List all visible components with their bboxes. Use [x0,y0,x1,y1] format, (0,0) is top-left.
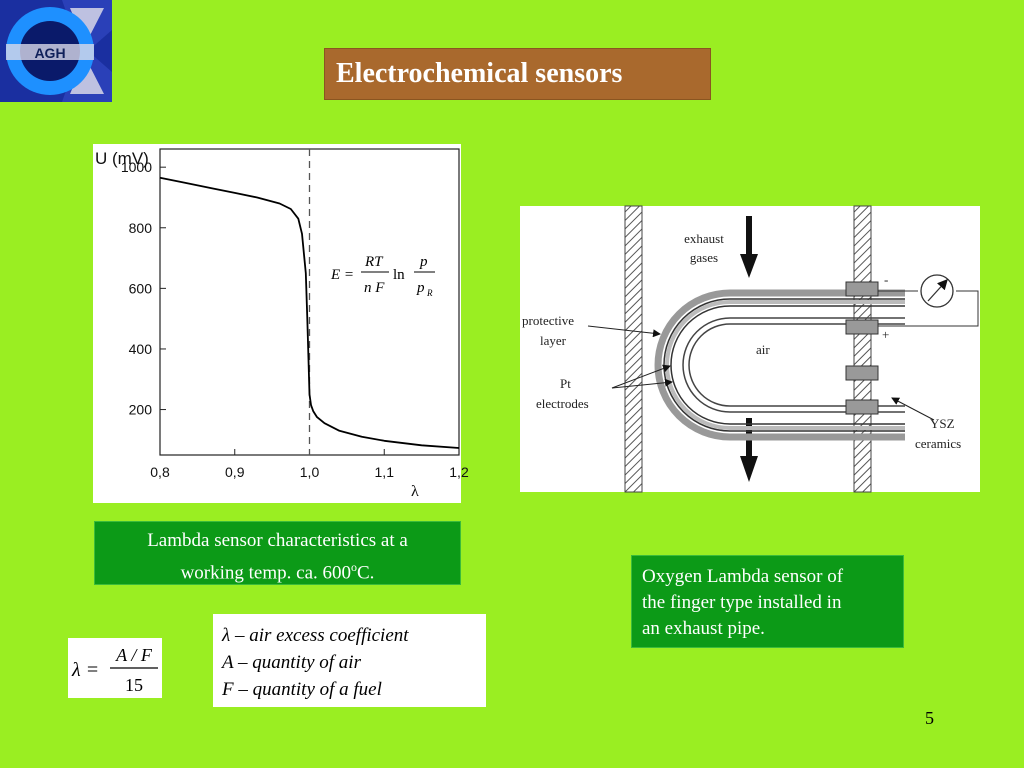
y-tick-label: 400 [129,341,153,357]
pointer-ysz [891,397,935,421]
formula-denominator: 15 [125,675,143,695]
label-ysz-2: ceramics [915,436,961,451]
mount-block-1 [845,281,879,297]
formula-lhs: λ = [71,659,99,681]
sensor-diagram-panel: - + exhaust gases protective layer air P… [520,205,980,493]
diagram-caption-line1: Oxygen Lambda sensor of [642,566,844,587]
y-tick-label: 1000 [121,159,152,175]
slide-title: Electrochemical sensors [336,58,623,89]
x-tick-label: 1,2 [449,464,469,480]
diagram-caption: Oxygen Lambda sensor of the finger type … [631,555,904,648]
nernst-frac1-den: n F [364,280,385,296]
protective-layer [654,289,905,441]
label-air: air [756,342,770,357]
pointer-pt-1 [611,364,671,389]
mount-block-2 [845,319,879,335]
legend-line-lambda: λ – air excess coefficient [222,625,409,646]
y-tick-label: 600 [129,280,153,296]
label-plus: + [882,327,889,342]
agh-logo: AGH [0,0,112,102]
nernst-ln: ln [393,267,405,283]
pointer-protective [587,325,661,338]
inner-electrode [670,305,905,425]
chart-caption-prefix: working temp. ca. 600 [180,562,351,584]
pointer-pt-2 [611,378,673,389]
x-axis-label: λ [411,483,419,500]
pipe-wall-right [853,205,872,493]
nernst-frac1-num: RT [364,254,384,270]
chart-caption-sup: o [351,560,357,574]
formula-numerator: A / F [115,645,153,665]
page-number: 5 [925,708,934,728]
nernst-frac2-den: p [416,280,425,296]
y-axis-label: U (mV) [95,149,149,168]
label-protective-2: layer [540,333,567,348]
x-tick-label: 1,1 [375,464,395,480]
nernst-equation: E = RT n F ln p p R [330,254,435,298]
x-tick-label: 0,9 [225,464,245,480]
label-protective-1: protective [522,313,574,328]
diagram-caption-line3: an exhaust pipe. [642,618,765,639]
x-tick-label: 1,0 [300,464,320,480]
mount-block-4 [845,399,879,415]
wire-plus [878,290,979,327]
voltmeter-needle [927,279,948,302]
lambda-chart-panel: 0,8 0,9 1,0 1,1 1,2 200 400 600 800 1000 U (mV) λ… [93,144,469,503]
inner-tube-outline [682,317,905,413]
chart-caption-line1: Lambda sensor characteristics at a [147,530,408,551]
nernst-frac2-den-sub: R [426,288,433,298]
inner-tube-inner [688,323,905,407]
nernst-frac2-num: p [419,254,428,270]
chart-caption-line2: working temp. ca. 600oC. [95,554,460,586]
y-tick-label: 200 [129,402,153,418]
label-exhaust-2: gases [690,250,718,265]
nernst-lhs: E = [330,267,354,283]
x-tick-label: 0,8 [150,464,170,480]
lambda-formula: λ = A / F 15 [68,638,162,698]
chart-caption-suffix: C. [357,562,375,584]
lambda-sensor-diagram: - + exhaust gases protective layer air P… [522,205,979,493]
diagram-caption-line2: the finger type installed in [642,592,842,613]
label-minus: - [884,272,888,287]
flow-arrow-top [740,216,758,278]
sensor-voltage-curve [159,176,460,449]
legend-line-air: A – quantity of air [222,652,361,673]
y-tick-label: 800 [129,220,153,236]
label-pt-1: Pt [560,376,571,391]
logo-text: AGH [34,45,65,61]
label-pt-2: electrodes [536,396,589,411]
pipe-wall-left [624,205,643,493]
mount-block-3 [845,365,879,381]
symbol-legend: λ – air excess coefficient A – quantity … [213,614,486,707]
chart-caption: Lambda sensor characteristics at a worki… [94,521,461,585]
label-exhaust-1: exhaust [684,231,724,246]
label-ysz-1: YSZ [930,416,955,431]
plot-frame [159,148,460,456]
legend-line-fuel: F – quantity of a fuel [222,679,382,700]
title-box: Electrochemical sensors [324,48,711,100]
lambda-chart: 0,8 0,9 1,0 1,1 1,2 200 400 600 800 1000 U (mV) λ… [95,148,469,500]
